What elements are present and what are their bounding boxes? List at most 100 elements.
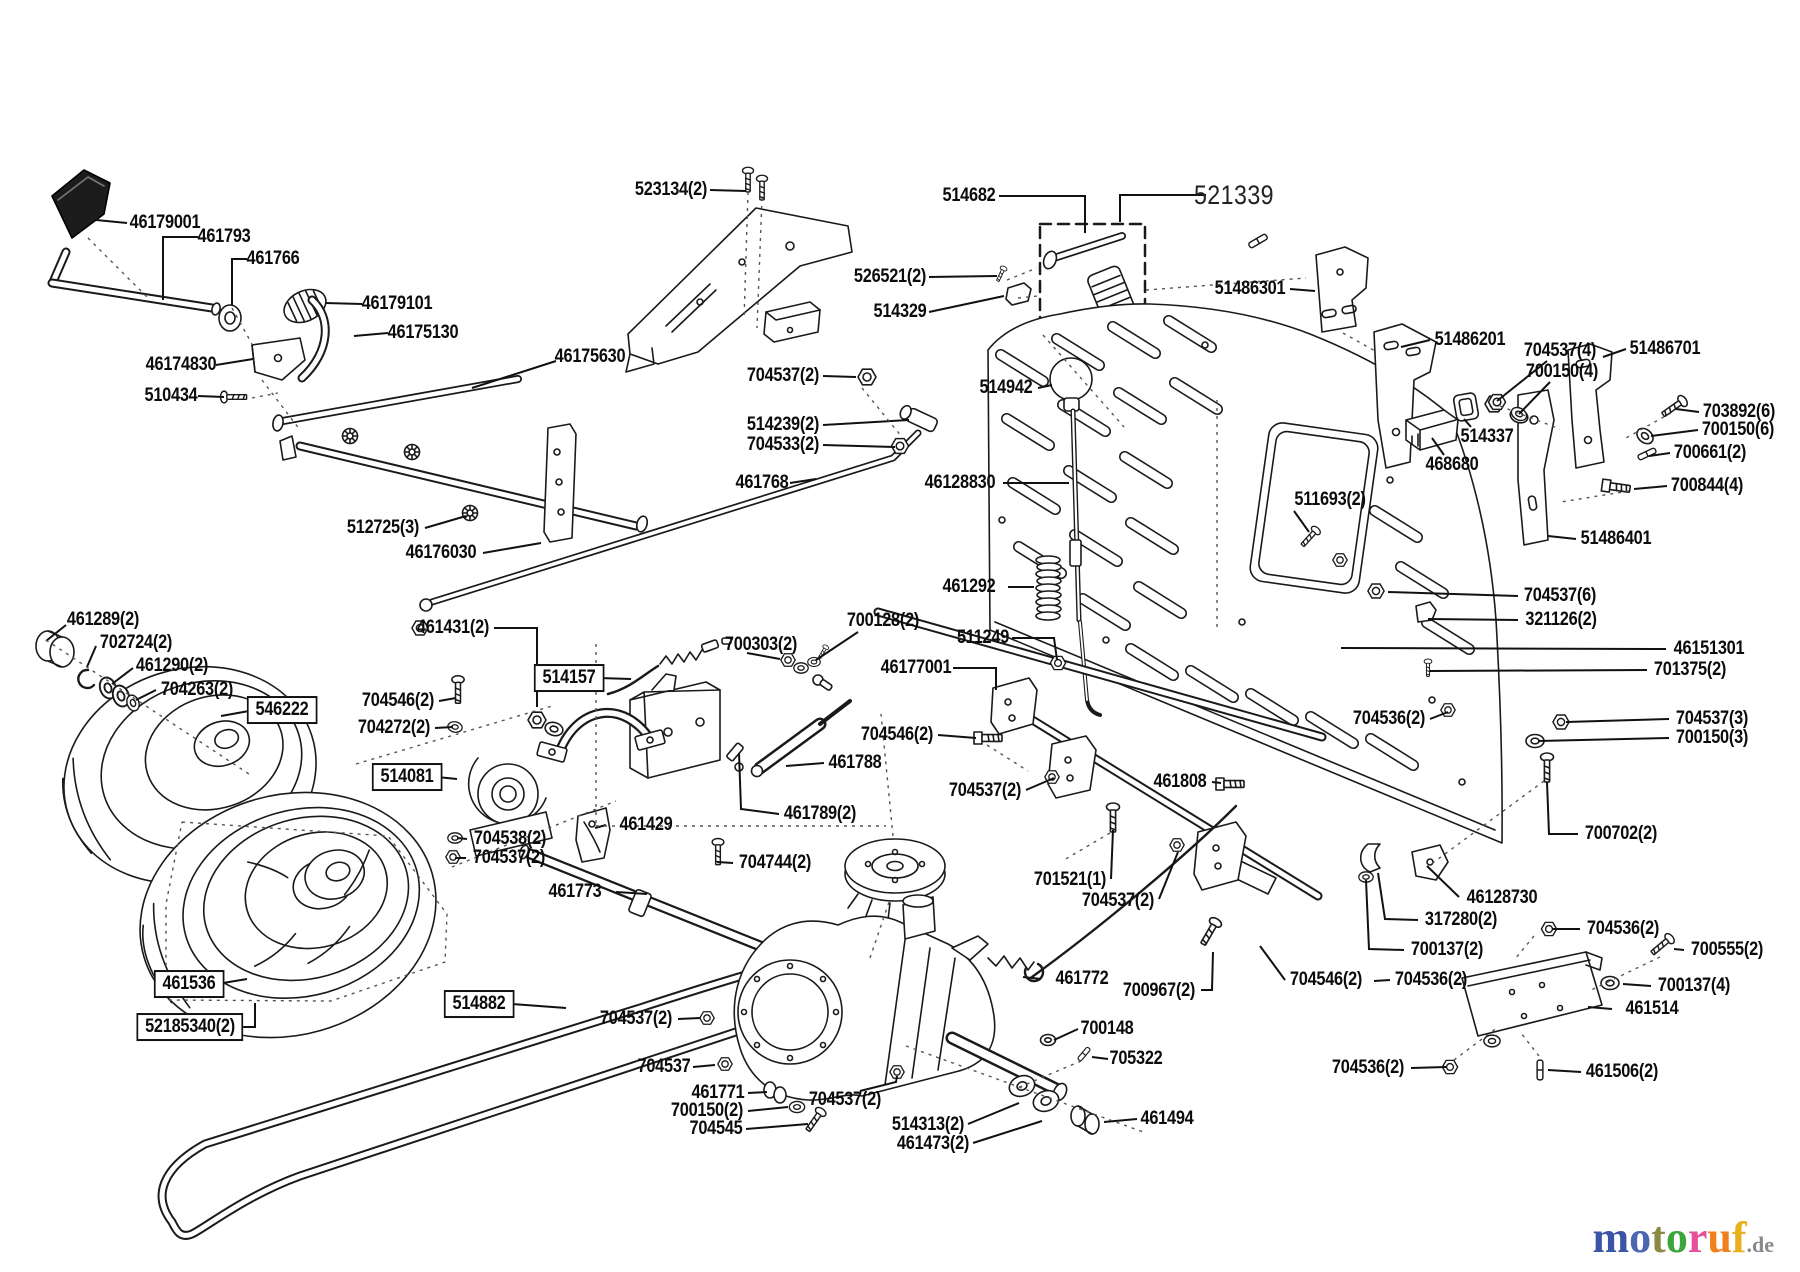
part-label: 512725(3) — [346, 517, 420, 539]
leader-line — [1496, 360, 1548, 402]
part-label: 704272(2) — [357, 717, 431, 739]
part-label: 704537(2) — [1081, 890, 1155, 912]
construction-line — [1588, 956, 1661, 992]
part-label: 461536 — [153, 970, 225, 998]
part-label: 704537(2) — [808, 1089, 882, 1111]
construction-line — [986, 744, 1029, 772]
brand-letter: t — [1651, 1213, 1666, 1262]
part-label: 461766 — [246, 248, 300, 270]
part-label: 704546(2) — [1289, 969, 1363, 991]
part-label: 461773 — [548, 881, 602, 903]
leader-line — [220, 710, 250, 717]
part-label: 514682 — [942, 185, 996, 207]
leader-line — [1400, 339, 1431, 348]
part-label: 461772 — [1055, 968, 1109, 990]
part-label: 468680 — [1425, 454, 1479, 476]
part-label: 514313(2) — [891, 1114, 965, 1136]
part-label: 704537(2) — [599, 1008, 673, 1030]
leader-line — [967, 1102, 1020, 1125]
part-label: 704536(2) — [1352, 708, 1426, 730]
leader-line — [434, 726, 454, 729]
part-label: 701375(2) — [1653, 659, 1727, 681]
construction-line — [1499, 405, 1561, 430]
part-label: 700150(2) — [670, 1100, 744, 1122]
brand-letter: o — [1629, 1213, 1652, 1262]
leader-line — [471, 360, 557, 389]
leader-line — [692, 1064, 716, 1068]
part-label: 546222 — [246, 696, 318, 724]
leader-line — [1431, 437, 1445, 456]
brand-suffix: .de — [1746, 1232, 1775, 1257]
part-label: 704263(2) — [160, 679, 234, 701]
part-label: 514882 — [443, 990, 515, 1018]
part-label: 46128730 — [1466, 887, 1538, 909]
construction-line — [1623, 412, 1672, 440]
part-label: 700702(2) — [1584, 823, 1658, 845]
leader-line — [1365, 879, 1405, 951]
part-label: 51486701 — [1629, 338, 1701, 360]
leader-line — [1546, 781, 1578, 835]
part-label: 46151301 — [1673, 638, 1745, 660]
part-label: 700150(6) — [1701, 419, 1775, 441]
part-label: 701521(1) — [1033, 869, 1107, 891]
leader-line — [615, 891, 648, 895]
leader-line — [1429, 711, 1449, 720]
leader-line — [738, 752, 780, 815]
construction-line — [743, 191, 749, 321]
construction-line — [87, 237, 151, 301]
part-label: 704536(2) — [1586, 918, 1660, 940]
part-label: 461289(2) — [66, 609, 140, 631]
leader-line — [1373, 979, 1391, 982]
part-label: 700137(2) — [1410, 939, 1484, 961]
brand-letter: m — [1592, 1213, 1630, 1262]
leader-line — [1648, 452, 1671, 457]
part-label: 700148 — [1080, 1018, 1134, 1040]
fasteners-drawing — [445, 583, 1677, 1135]
leader-line — [1675, 408, 1700, 413]
leader-line — [822, 375, 857, 378]
leader-line — [1427, 618, 1519, 621]
part-label: 521339 — [1193, 179, 1275, 210]
leader-line — [1410, 1066, 1447, 1069]
part-label: 51486201 — [1434, 329, 1506, 351]
leader-line — [709, 189, 747, 192]
part-label: 461789(2) — [783, 803, 857, 825]
part-label: 704537 — [637, 1056, 691, 1078]
part-label: 704545 — [689, 1118, 743, 1140]
part-label: 704537(6) — [1523, 585, 1597, 607]
leader-line — [135, 689, 157, 701]
part-label: 704536(2) — [1394, 969, 1468, 991]
part-label: 461494 — [1140, 1108, 1194, 1130]
part-label: 511693(2) — [1294, 489, 1366, 511]
part-label: 321126(2) — [1525, 609, 1597, 631]
part-label: 461514 — [1625, 998, 1679, 1020]
construction-line — [756, 197, 763, 329]
part-label: 461808 — [1153, 771, 1207, 793]
leader-line — [822, 419, 910, 426]
part-label: 704537(3) — [1675, 708, 1749, 730]
part-label: 46174830 — [145, 354, 217, 376]
part-label: 705322 — [1109, 1048, 1163, 1070]
leader-line — [1110, 829, 1114, 880]
leader-line — [1547, 1069, 1582, 1073]
part-label: 514081 — [371, 763, 443, 791]
part-label: 461771 — [691, 1082, 745, 1104]
leader-line — [482, 542, 542, 554]
part-label: 51486401 — [1580, 528, 1652, 550]
brand-watermark: motoruf.de — [1593, 1216, 1774, 1260]
skid-plate-drawing — [1461, 951, 1603, 1037]
leader-line — [716, 861, 734, 864]
leader-line — [324, 302, 363, 305]
part-label: 514239(2) — [746, 414, 820, 436]
part-label: 461768 — [735, 472, 789, 494]
leader-line — [1053, 1028, 1079, 1041]
leader-line — [1387, 591, 1519, 597]
construction-line — [451, 800, 617, 868]
construction-line — [231, 307, 253, 345]
part-label: 510434 — [144, 385, 198, 407]
leader-line — [215, 358, 254, 366]
part-label: 461431(2) — [416, 617, 490, 639]
cross-shaft-drawing — [279, 423, 649, 543]
leader-line — [456, 837, 468, 840]
